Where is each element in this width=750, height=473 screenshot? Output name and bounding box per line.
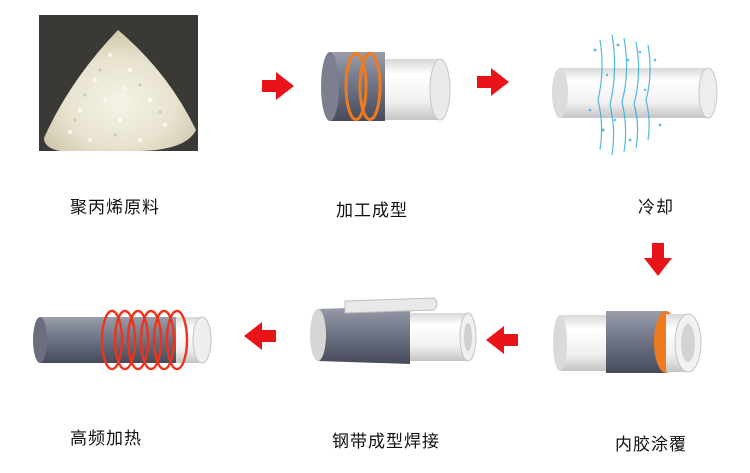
hf-heating-pipe-image (33, 309, 212, 371)
inner-coating-pipe-image (553, 311, 702, 373)
step-label-pp-raw: 聚丙烯原料 (70, 198, 160, 218)
arrow-down-3 (644, 243, 672, 276)
pp-pellets-image (39, 15, 198, 151)
cooling-pipe-image (552, 34, 718, 156)
arrow-left-5 (244, 322, 276, 350)
step-label-cooling: 冷却 (638, 198, 674, 218)
step-label-inner-coating: 内胶涂覆 (615, 435, 687, 455)
forming-pipe-image (321, 52, 451, 121)
step-label-steel-strip: 钢带成型焊接 (332, 432, 440, 452)
step-label-hf-heating: 高频加热 (70, 429, 142, 449)
arrow-right-2 (477, 68, 509, 96)
heating-coil-icon (100, 309, 189, 371)
step-label-forming: 加工成型 (336, 201, 408, 221)
steel-strip-pipe-image (310, 297, 477, 364)
arrow-left-4 (486, 326, 518, 354)
arrow-right-1 (262, 72, 294, 100)
